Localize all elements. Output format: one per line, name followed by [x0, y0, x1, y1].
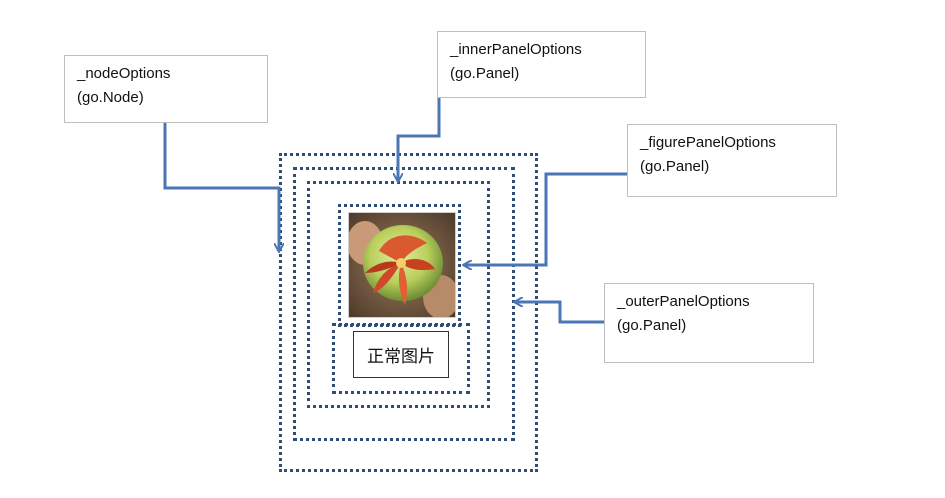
outer-panel-options-name: _outerPanelOptions: [617, 293, 750, 310]
figure-panel-options-callout: _figurePanelOptions (go.Panel): [627, 124, 837, 197]
flower-photo: [348, 212, 456, 318]
figure-panel-options-type: (go.Panel): [640, 158, 710, 175]
node-options-type: (go.Node): [77, 89, 144, 106]
inner-panel-options-type: (go.Panel): [450, 65, 520, 82]
node-options-name: _nodeOptions: [77, 65, 171, 82]
node-options-arrow: [163, 123, 279, 251]
text-panel-outline: [332, 323, 470, 394]
figure-panel-options-name: _figurePanelOptions: [640, 134, 776, 151]
inner-panel-options-callout: _innerPanelOptions (go.Panel): [437, 31, 646, 98]
inner-panel-options-name: _innerPanelOptions: [450, 41, 582, 58]
node-options-callout: _nodeOptions (go.Node): [64, 55, 268, 123]
outer-panel-options-type: (go.Panel): [617, 317, 687, 334]
outer-panel-options-callout: _outerPanelOptions (go.Panel): [604, 283, 814, 363]
caption-text-block: 正常图片: [353, 331, 449, 378]
